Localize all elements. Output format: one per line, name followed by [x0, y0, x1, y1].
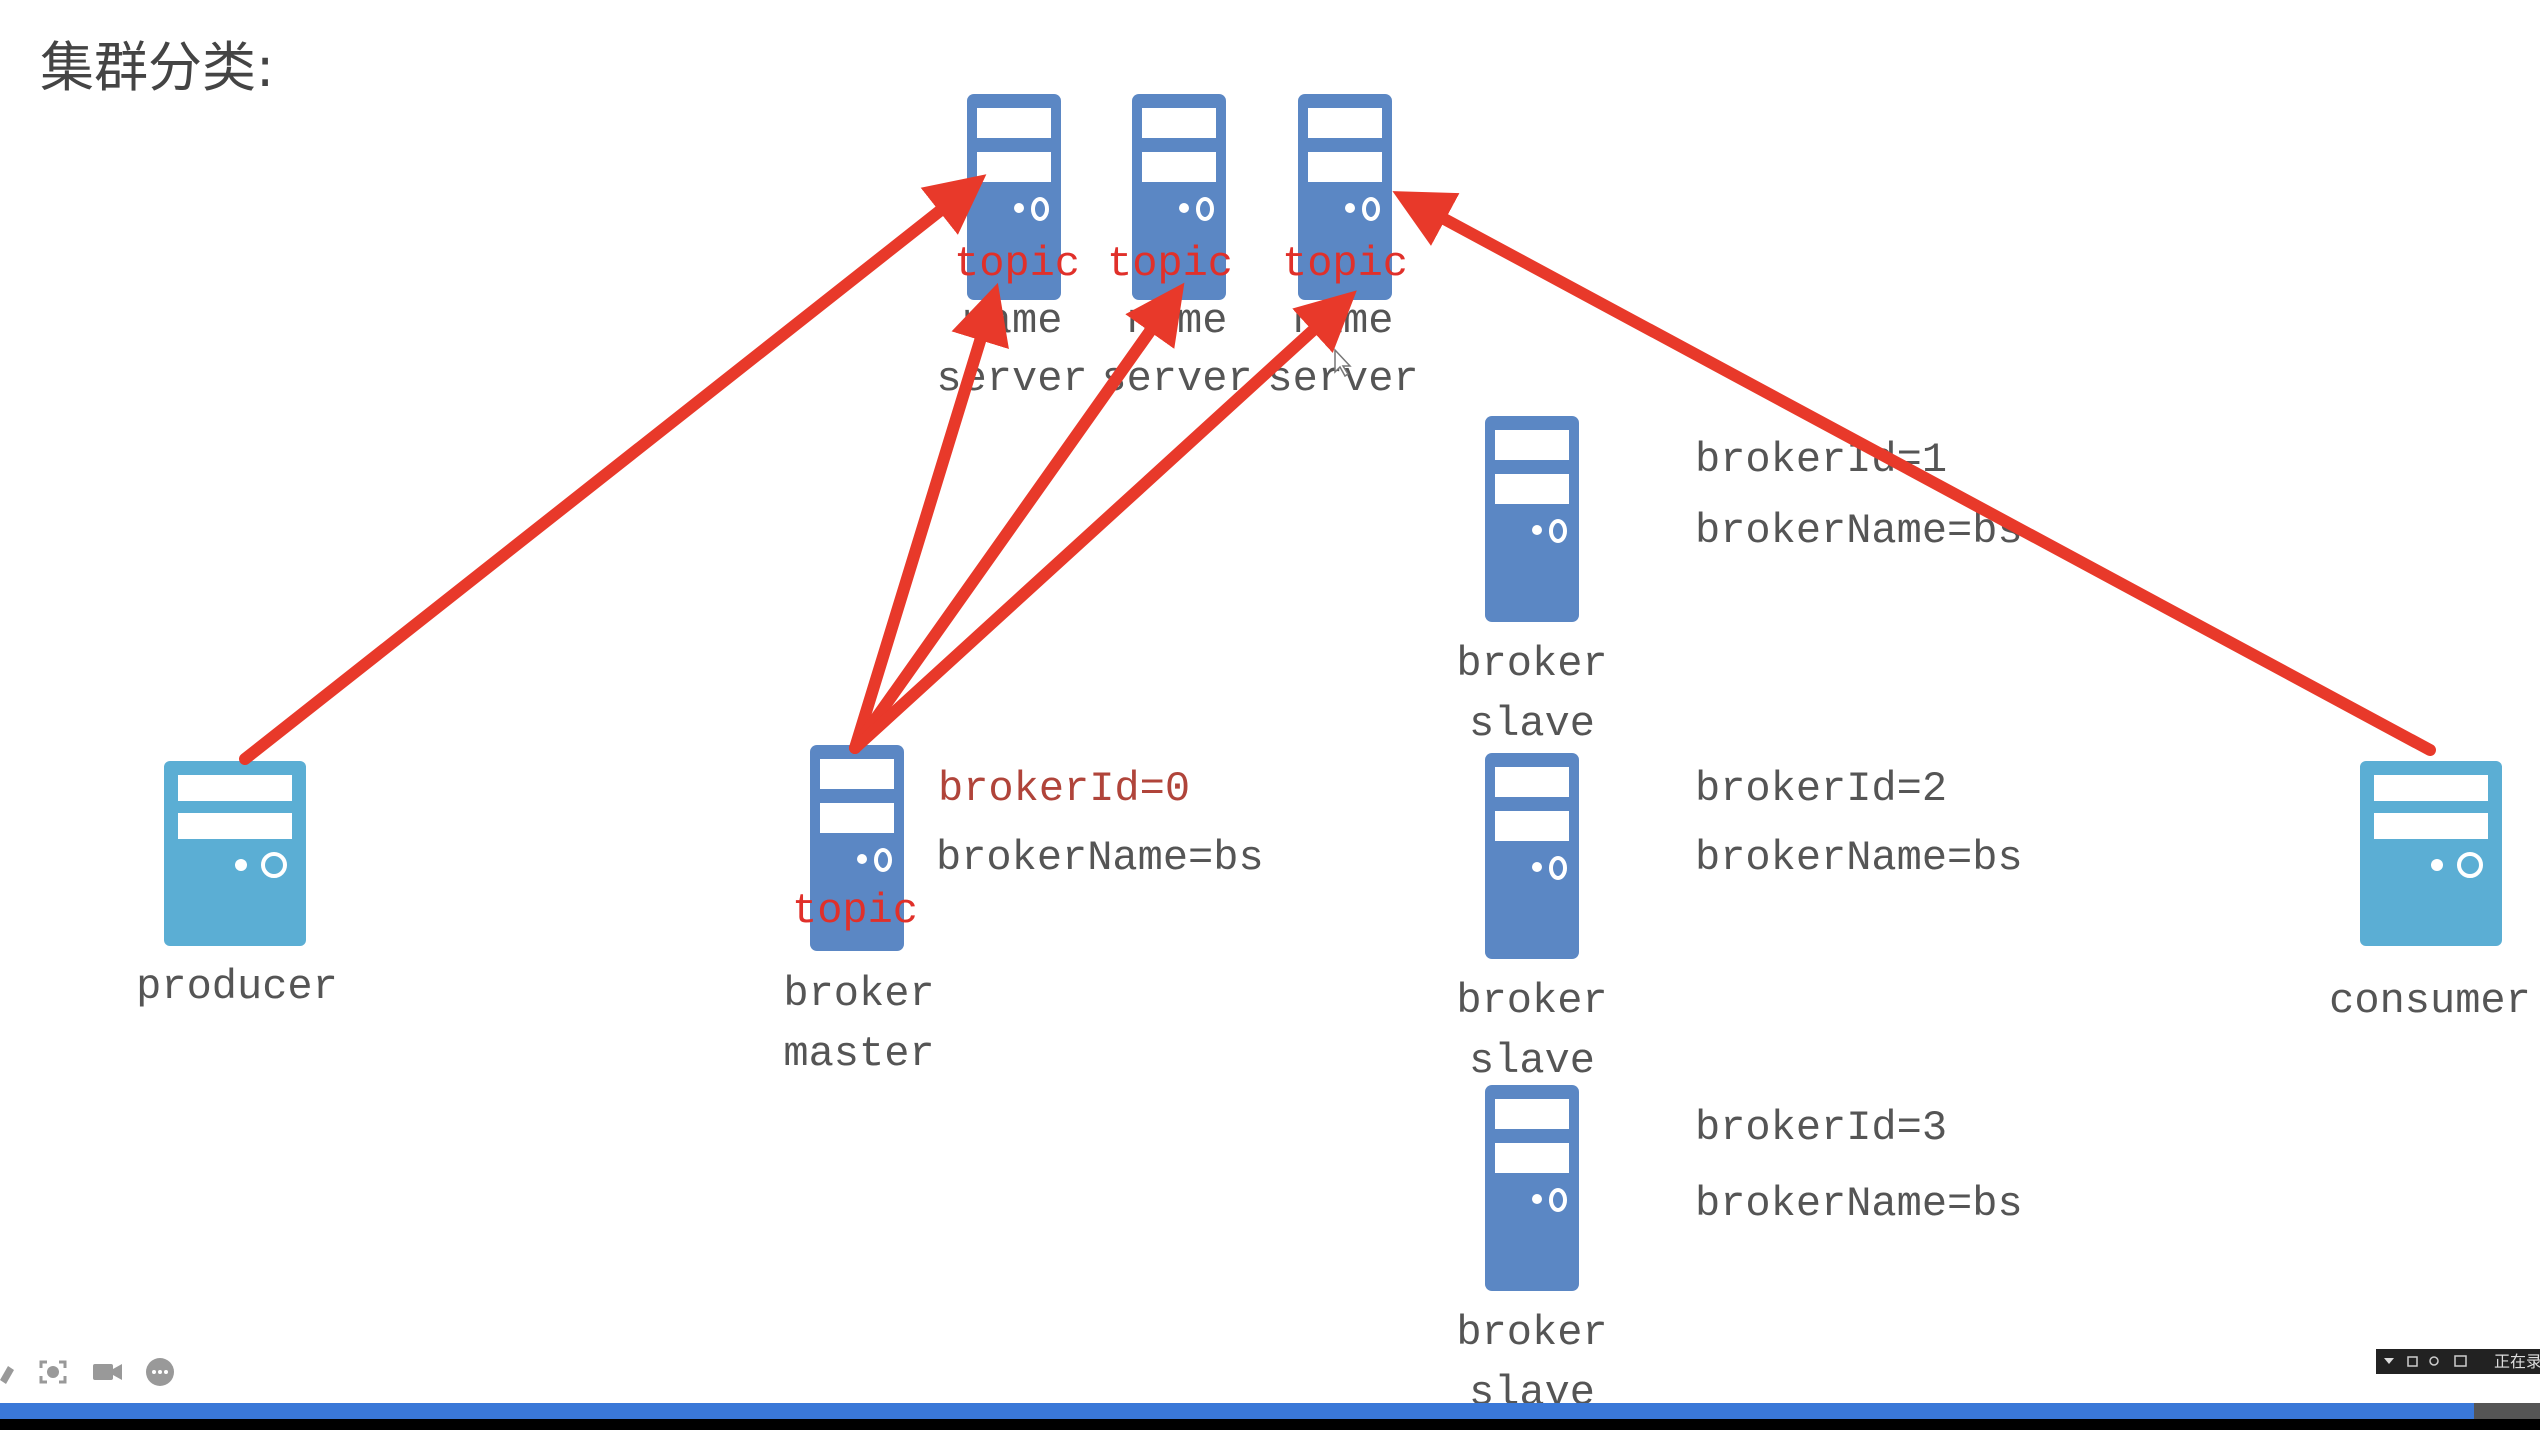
topic-label: topic — [954, 240, 1080, 288]
broker-id: brokerId=2 — [1695, 765, 1947, 813]
recorder-toolbar: 正在录 — [2376, 1349, 2540, 1374]
arrow-master-to-nameserver-1 — [849, 282, 1009, 754]
consumer-label: consumer — [2329, 977, 2531, 1025]
arrow-master-to-nameserver-2 — [849, 282, 1185, 754]
broker-name: brokerName=bs — [1695, 1180, 2023, 1228]
dropdown-icon[interactable] — [2384, 1358, 2394, 1364]
broker-label: broker — [1456, 640, 1607, 688]
bottom-toolbar — [0, 1358, 174, 1386]
broker-slave-1: broker slave brokerId=1 brokerName=bs — [1456, 414, 2023, 748]
broker-label: master — [783, 1030, 934, 1078]
producer-label: producer — [136, 963, 338, 1011]
screenshot-icon[interactable] — [39, 1360, 67, 1384]
camera-icon[interactable] — [93, 1364, 122, 1380]
pencil-icon[interactable] — [0, 1366, 14, 1384]
server-icon — [1483, 414, 1581, 624]
client-icon — [162, 759, 308, 948]
screen-bottom-edge — [0, 1419, 2540, 1430]
client-icon — [2358, 759, 2504, 948]
broker-id: brokerId=1 — [1695, 436, 1947, 484]
consumer-node: consumer — [2329, 759, 2531, 1025]
arrow-master-to-nameserver-3 — [849, 290, 1357, 754]
broker-name: brokerName=bs — [1695, 834, 2023, 882]
broker-label: broker — [783, 970, 934, 1018]
name-server-2: topic name server — [1101, 92, 1253, 403]
broker-slave-3: broker slave brokerId=3 brokerName=bs — [1456, 1083, 2023, 1417]
broker-id: brokerId=0 — [938, 765, 1190, 813]
broker-slave-2: broker slave brokerId=2 brokerName=bs — [1456, 751, 2023, 1085]
diagram-title: 集群分类: — [40, 36, 274, 99]
broker-name: brokerName=bs — [1695, 507, 2023, 555]
topic-label: topic — [1282, 240, 1408, 288]
taskbar — [0, 1403, 2474, 1419]
server-icon — [1483, 1083, 1581, 1293]
broker-label: broker — [1456, 977, 1607, 1025]
more-icon[interactable] — [146, 1358, 174, 1386]
producer-node: producer — [136, 759, 338, 1011]
mouse-cursor-icon — [1334, 348, 1352, 378]
broker-id: brokerId=3 — [1695, 1104, 1947, 1152]
broker-label: broker — [1456, 1309, 1607, 1357]
arrow-consumer-to-nameserver — [1392, 191, 2436, 756]
recording-status: 正在录 — [2494, 1352, 2540, 1371]
broker-master-node: topic broker master brokerId=0 brokerNam… — [783, 743, 1264, 1078]
topic-label: topic — [792, 887, 918, 935]
zoom-icon[interactable] — [2429, 1356, 2439, 1366]
taskbar-segment — [2474, 1403, 2540, 1419]
name-server-1: topic name server — [936, 92, 1088, 403]
fullscreen-icon[interactable] — [2454, 1355, 2467, 1367]
broker-label: slave — [1469, 1037, 1595, 1085]
broker-name: brokerName=bs — [936, 834, 1264, 882]
server-icon — [1483, 751, 1581, 961]
broker-label: slave — [1469, 700, 1595, 748]
topic-label: topic — [1107, 240, 1233, 288]
arrow-producer-to-nameserver — [239, 174, 987, 765]
window-icon[interactable] — [2407, 1356, 2418, 1367]
